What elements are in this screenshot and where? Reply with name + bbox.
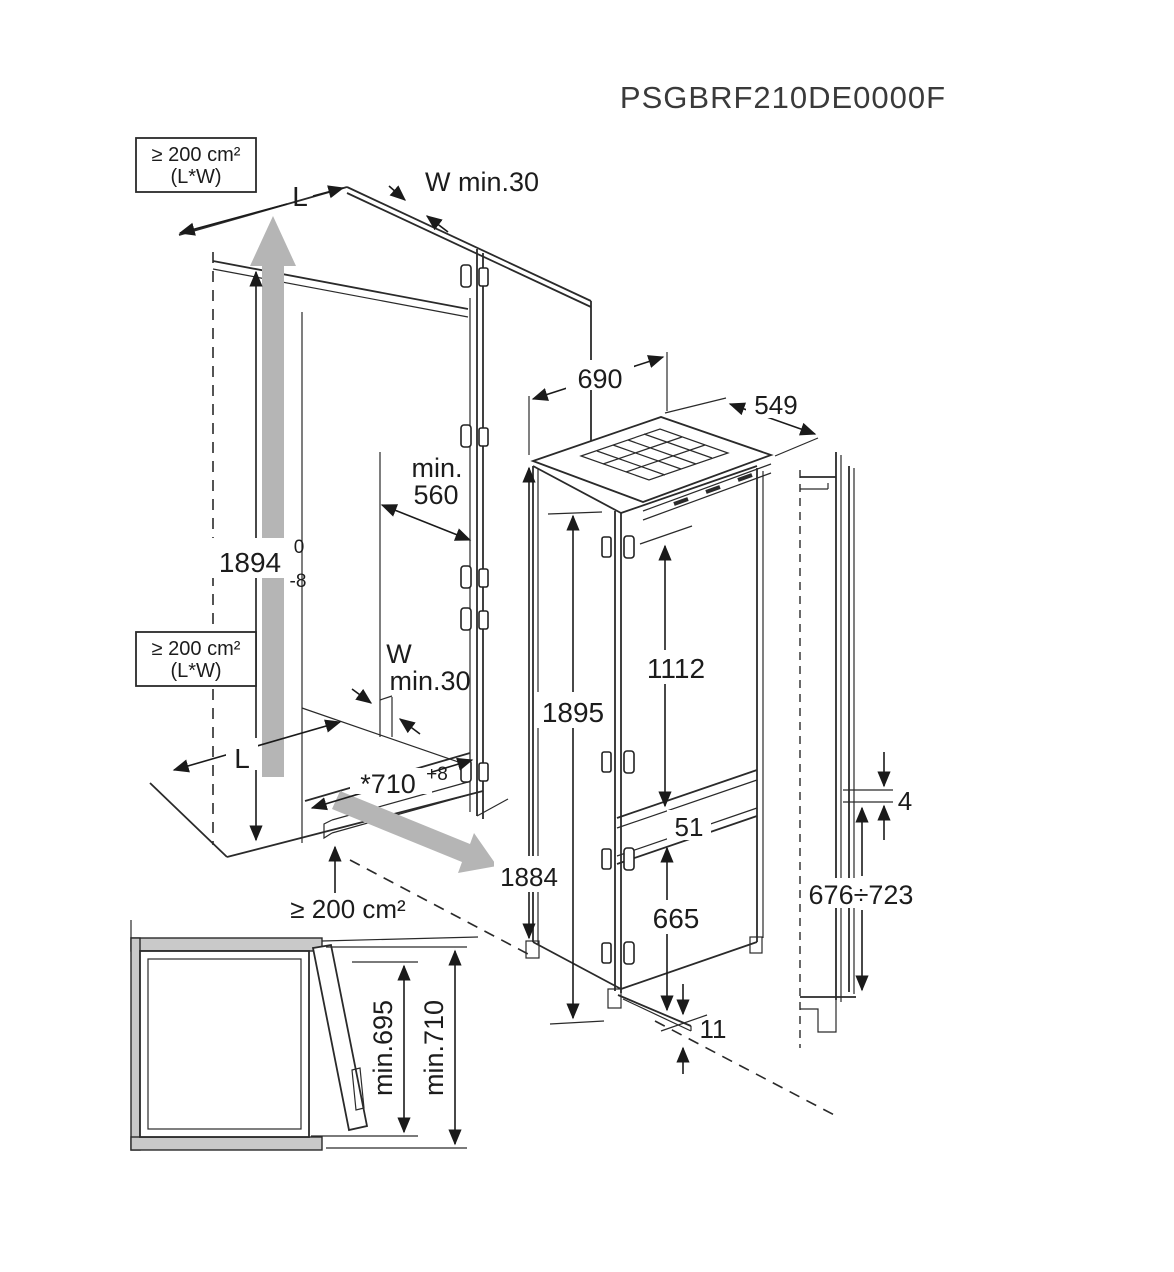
cabinet-hinge-icons <box>460 264 489 783</box>
niche-mid-wall-label-line1: W <box>386 639 412 669</box>
appliance-figure <box>525 416 774 1032</box>
panel-mount-range-dim: 676÷723 <box>809 880 914 910</box>
clearance-box-middle: ≥ 200 cm² (L*W) <box>135 631 257 687</box>
clearance-box-middle-line1: ≥ 200 cm² <box>152 638 241 660</box>
open-door <box>311 943 369 1132</box>
floor-line-dashed-right <box>654 1020 841 1119</box>
niche-mid-wall-label-line2: min.30 <box>389 666 470 696</box>
niche-height-value: 1894 <box>219 547 281 578</box>
airflow-up-arrow <box>250 216 296 777</box>
bottom-vent-area-label: ≥ 200 cm² <box>290 894 406 924</box>
top-vent-cover <box>530 416 774 503</box>
niche-floor-depth-value: *710 <box>360 769 416 799</box>
clearance-box-top-line1: ≥ 200 cm² <box>152 144 241 166</box>
top-view-figure: min.695 min.710 <box>130 920 479 1151</box>
top-view-total-depth-dim: min.710 <box>419 1000 449 1096</box>
appliance-top-depth-dim: 690 <box>577 364 622 394</box>
model-number: PSGBRF210DE0000F <box>620 80 946 115</box>
door-handle <box>351 1067 365 1111</box>
upper-door-height-dim: 1112 <box>647 653 705 684</box>
appliance-hinge-icons <box>601 535 635 965</box>
clearance-box-top-line2: (L*W) <box>170 166 221 188</box>
niche-cabinet-figure <box>149 186 592 873</box>
floor-line-dashed-left <box>349 859 529 955</box>
niche-width-min-label-line2: 560 <box>413 480 458 510</box>
niche-height-tol-upper: 0 <box>294 537 305 558</box>
appliance-height-dim: 1895 <box>542 697 604 728</box>
top-view-inner-depth-dim: min.695 <box>368 1000 398 1096</box>
niche-width-min-label-line1: min. <box>411 453 462 483</box>
lower-door-height-dim: 665 <box>653 903 700 934</box>
top-vent-grille <box>579 428 730 481</box>
door-panel-figure: 4 676÷723 <box>799 452 920 1048</box>
appliance-back-height-dim: 1884 <box>500 862 558 892</box>
appliance-dimensions: 690 549 1884 1895 1112 51 665 11 <box>494 352 819 1074</box>
clearance-box-middle-line2: (L*W) <box>170 660 221 682</box>
niche-floor-depth-tol: +8 <box>426 764 448 785</box>
door-gap-dim: 51 <box>675 812 704 842</box>
niche-top-wall-thickness-label: W min.30 <box>425 167 539 197</box>
airflow-under-plinth-arrow <box>332 791 497 873</box>
clearance-box-top: ≥ 200 cm² (L*W) <box>135 137 257 193</box>
bottom-clearance-dim: 11 <box>700 1014 727 1044</box>
niche-height-tol-lower: -8 <box>290 571 307 592</box>
niche-bottom-depth-label: L <box>234 743 250 774</box>
appliance-feet <box>525 936 763 1009</box>
cover-slots <box>673 473 753 506</box>
appliance-top-width-dim: 549 <box>754 390 797 420</box>
panel-gap-dim: 4 <box>898 786 912 816</box>
niche-top-depth-label: L <box>292 181 308 212</box>
niche-dimensions: L W min.30 1894 0 -8 min. 560 W min.30 L… <box>172 167 539 924</box>
